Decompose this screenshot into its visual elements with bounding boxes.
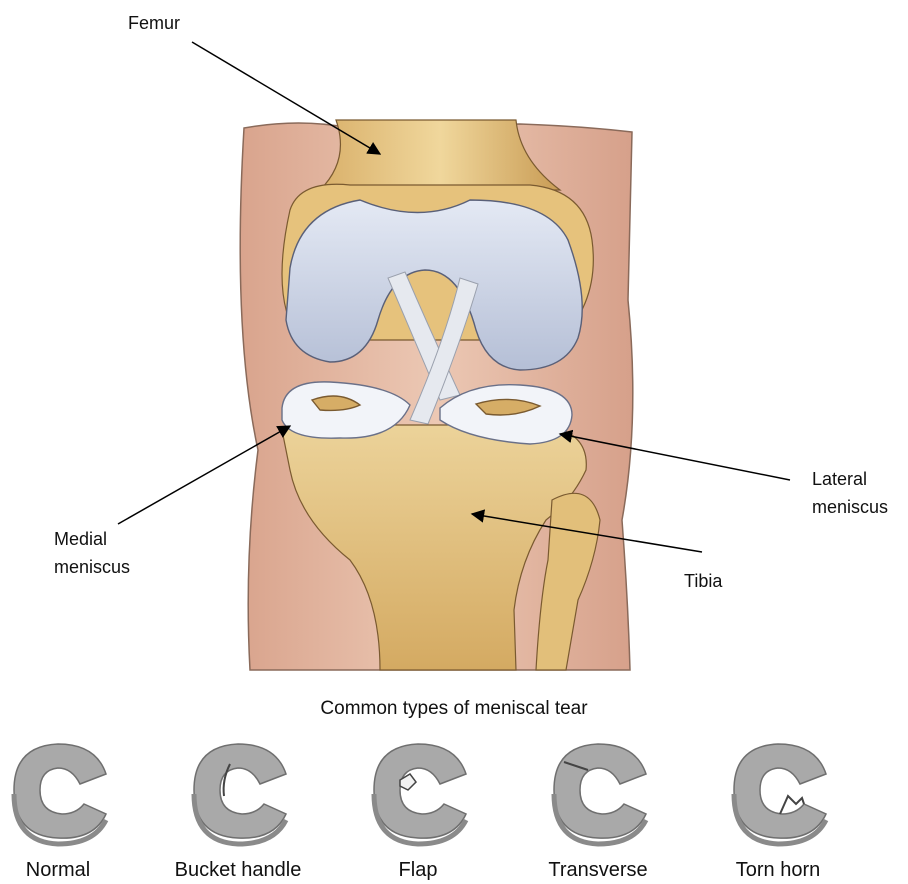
tear-transverse-image — [554, 744, 646, 844]
tear-flap-image — [374, 744, 466, 844]
tear-normal-image — [14, 744, 106, 844]
tear-label-normal: Normal — [0, 858, 143, 882]
tear-label-flap: Flap — [333, 858, 503, 882]
tear-label-bucket-handle: Bucket handle — [153, 858, 323, 882]
medial-meniscus-label-line2: meniscus — [54, 556, 130, 578]
tear-label-torn-horn: Torn horn — [693, 858, 863, 882]
tear-bucket-handle-image — [194, 744, 286, 844]
lateral-meniscus-label-line2: meniscus — [812, 496, 888, 518]
tibia-label: Tibia — [684, 570, 722, 592]
medial-meniscus-label-line1: Medial — [54, 528, 107, 550]
tear-torn-horn-image — [734, 744, 826, 844]
femur-label: Femur — [128, 12, 180, 34]
tear-types-caption: Common types of meniscal tear — [0, 698, 908, 720]
lateral-meniscus-label-line1: Lateral — [812, 468, 867, 490]
tear-label-transverse: Transverse — [513, 858, 683, 882]
